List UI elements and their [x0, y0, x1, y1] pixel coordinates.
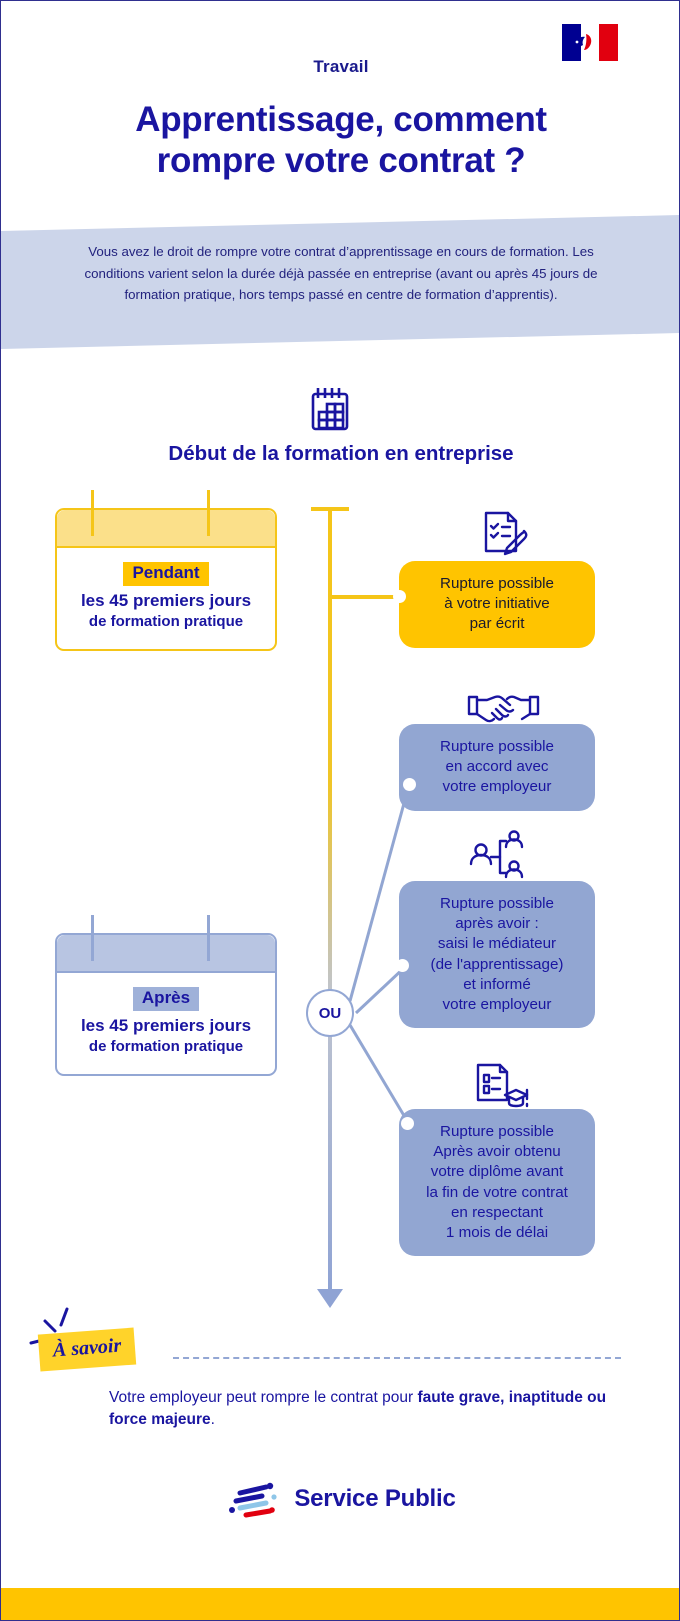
brand-footer: Service Public [1, 1479, 679, 1519]
flag-red-band [599, 24, 618, 61]
connector-pendant-to-outcome [330, 595, 406, 599]
outcome-box-accord: Rupture possible en accord avec votre em… [399, 724, 595, 811]
period-line-1: les 45 premiers jours [80, 591, 252, 610]
card-body: Après les 45 premiers jours de formation… [57, 973, 275, 1074]
outcome-line: Rupture possible [440, 895, 554, 912]
outcome-line: en respectant [450, 1203, 544, 1221]
a-savoir-text: Votre employeur peut rompre le contrat p… [109, 1387, 619, 1432]
period-tag-pendant: Pendant [123, 562, 209, 586]
outcome-box-mediateur: Rupture possible après avoir : saisi le … [399, 881, 595, 1029]
timeline-arrow-icon [317, 1289, 343, 1308]
outcome-line: Rupture possible [440, 1123, 554, 1140]
french-republic-flag-icon [562, 24, 618, 61]
outcome-box-diplome: Rupture possible Après avoir obtenu votr… [399, 1109, 595, 1257]
mediator-people-icon [469, 830, 524, 879]
a-savoir-text-bold: faute grave, inaptitude ou force majeure [109, 1389, 607, 1429]
flag-white-band [572, 24, 600, 61]
outcome-line: après avoir : [455, 915, 539, 933]
card-header-band [57, 510, 275, 548]
brand-name: Service Public [294, 1485, 456, 1512]
diploma-graduation-icon [476, 1063, 529, 1108]
calendar-ring-right [207, 490, 210, 536]
page-title-line-2: rompre votre contrat ? [156, 141, 526, 181]
outcome-line: votre employeur [442, 778, 552, 796]
timeline-spine [328, 508, 332, 1293]
document-checklist-pen-icon [484, 511, 528, 556]
calendar-rings [57, 490, 275, 536]
period-line-1: les 45 premiers jours [80, 1016, 252, 1035]
page-title: Apprentissage, comment rompre votre cont… [1, 99, 679, 182]
outcome-line: 1 mois de délai [445, 1224, 549, 1242]
outcome-box-initiative: Rupture possible à votre initiative par … [399, 561, 595, 648]
outcome-line: en accord avec [445, 758, 549, 776]
period-card-pendant: Pendant les 45 premiers jours de formati… [55, 490, 277, 652]
section-heading: Début de la formation en entreprise [168, 442, 514, 465]
outcome-line: Après avoir obtenu [433, 1143, 561, 1161]
calendar-ring-right [207, 915, 210, 961]
outcome-line: votre employeur [442, 996, 552, 1014]
handshake-icon [467, 695, 540, 723]
junction-label: OU [318, 1004, 342, 1022]
connector-dot [396, 959, 409, 972]
period-line-2: de formation pratique [88, 612, 244, 630]
outcome-line: par écrit [469, 615, 525, 633]
card-body: Pendant les 45 premiers jours de formati… [57, 548, 275, 649]
outcome-line: votre diplôme avant [430, 1163, 564, 1181]
outcome-line: Rupture possible [440, 575, 554, 592]
calendar-ring-left [91, 915, 94, 961]
a-savoir-text-end: . [210, 1411, 215, 1429]
outcome-line: saisi le médiateur [437, 935, 557, 953]
flag-blue-band [562, 24, 581, 61]
period-card-apres: Après les 45 premiers jours de formation… [55, 915, 277, 1077]
connector-dot [401, 1117, 414, 1130]
intro-text: Vous avez le droit de rompre votre contr… [84, 244, 598, 303]
outcome-line: à votre initiative [444, 595, 550, 613]
outcome-line: Rupture possible [440, 738, 554, 755]
connector-dot [393, 590, 406, 603]
timeline-top-cap [311, 507, 349, 511]
card-header-band [57, 935, 275, 973]
marianne-icon [572, 34, 591, 50]
connector-dot [403, 778, 416, 791]
period-tag-apres: Après [132, 987, 200, 1011]
calendar-icon [311, 388, 349, 431]
page-title-line-1: Apprentissage, comment [135, 100, 547, 139]
bottom-accent-bar [1, 1588, 679, 1620]
outcome-line: et informé [463, 975, 531, 993]
a-savoir-text-normal: Votre employeur peut rompre le contrat p… [109, 1389, 418, 1406]
divider-dashed [173, 1357, 621, 1359]
service-public-logo-icon [229, 1482, 277, 1518]
junction-ou: OU [306, 989, 354, 1037]
outcome-line: (de l'apprentissage) [430, 955, 564, 973]
a-savoir-badge: À savoir [37, 1327, 137, 1372]
period-line-2: de formation pratique [88, 1037, 244, 1055]
calendar-ring-left [91, 490, 94, 536]
calendar-rings [57, 915, 275, 961]
category-kicker: Travail [313, 57, 369, 76]
outcome-line: la fin de votre contrat [426, 1183, 568, 1201]
